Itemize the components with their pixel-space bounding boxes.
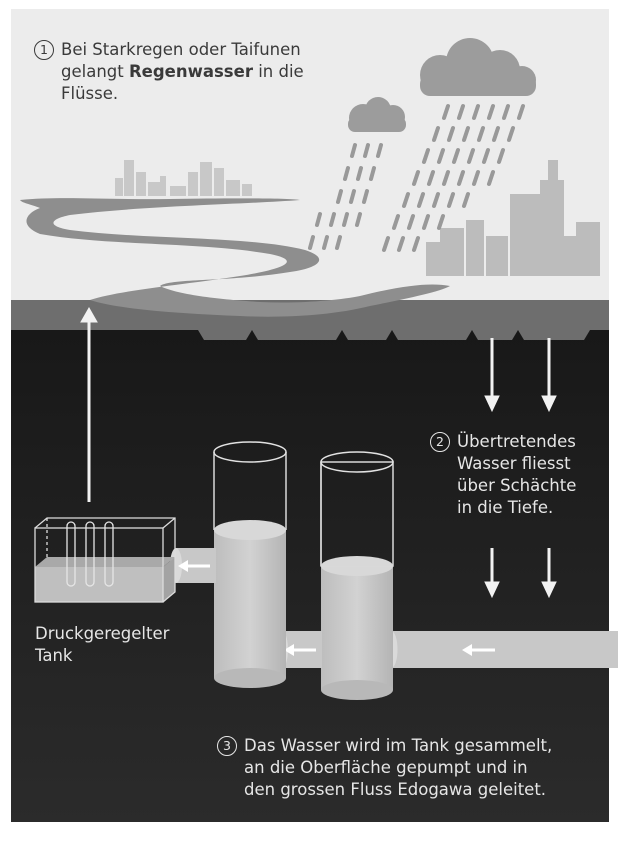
city-left <box>115 160 252 196</box>
ground-scallops <box>198 330 590 340</box>
city-right <box>426 160 600 276</box>
step-number-2: 2 <box>430 432 450 452</box>
step-3: 3 Das Wasser wird im Tank gesammelt, an … <box>217 735 597 801</box>
step-1-bold: Regenwasser <box>128 62 253 81</box>
cloud-large <box>420 38 536 96</box>
tank-label: Druckgeregelter Tank <box>35 624 170 665</box>
rain <box>308 104 525 252</box>
down-arrows-lower <box>484 548 557 599</box>
tank-cylinder-right <box>320 451 394 700</box>
step-3-text: Das Wasser wird im Tank gesammelt, an di… <box>244 736 553 799</box>
down-arrows-upper <box>484 338 557 413</box>
step-2-text: Übertretendes Wasser fliesst über Schäch… <box>457 432 577 517</box>
step-1: 1 Bei Starkregen oder Taifunen gelangt R… <box>34 39 354 105</box>
cloud-small <box>348 97 406 132</box>
pressure-tank <box>34 517 176 603</box>
inflow-pipe <box>385 630 618 669</box>
step-number-1: 1 <box>34 40 54 60</box>
tank-cylinder-left <box>213 441 287 688</box>
step-1-text: Bei Starkregen oder Taifunen gelangt Reg… <box>61 40 304 103</box>
outflow-pipe <box>170 548 216 583</box>
step-2: 2 Übertretendes Wasser fliesst über Schä… <box>430 431 610 519</box>
up-arrow <box>80 306 98 502</box>
step-number-3: 3 <box>217 736 237 756</box>
river <box>20 198 450 317</box>
